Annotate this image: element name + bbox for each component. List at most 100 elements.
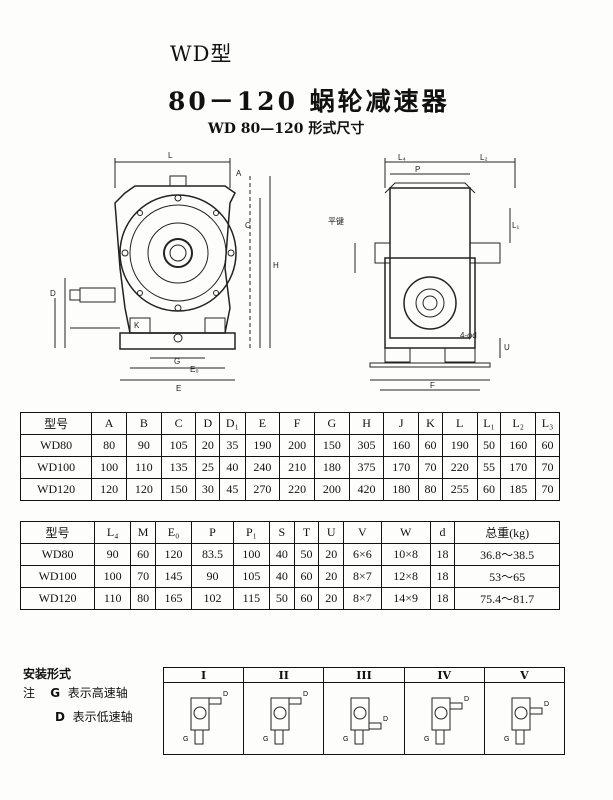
table1-header-1: A	[91, 412, 127, 435]
note-prefix: 注	[23, 686, 36, 700]
table1-cell: 60	[476, 478, 502, 501]
table2-cell: 18	[429, 587, 456, 610]
table2-header-11: d	[429, 521, 456, 544]
table2-cell: WD80	[19, 543, 96, 566]
low-speed-shaft-mark	[354, 729, 364, 745]
low-speed-shaft-mark	[435, 729, 445, 745]
table1-cell: 45	[219, 478, 246, 501]
legend-code-g: G	[50, 686, 61, 700]
title-model: WD型	[170, 42, 233, 66]
table1-cell: 30	[195, 478, 221, 501]
table1-cell: 180	[313, 456, 350, 479]
table2-cell: 6×6	[343, 543, 382, 566]
table1-cell: 170	[383, 456, 420, 479]
table1-cell: 35	[219, 434, 246, 457]
table2-cell: 20	[318, 543, 345, 566]
mount-type-label: I	[164, 669, 244, 683]
table2-cell: 36.8～38.5	[454, 543, 560, 566]
output-shaft-mark	[434, 706, 448, 720]
label-E: E	[176, 384, 181, 393]
table1-cell: 20	[195, 434, 221, 457]
label-L2: L₂	[480, 153, 488, 162]
label-F: F	[430, 381, 435, 390]
table2-cell: 75.4～81.7	[454, 587, 560, 610]
table1-header-0: 型号	[19, 412, 93, 435]
label-U: U	[504, 343, 510, 352]
table1-header-8: G	[313, 412, 350, 435]
table2-header-8: U	[318, 521, 345, 544]
mount-g-label: G	[343, 736, 348, 743]
title-subtitle: WD 80—120 形式尺寸	[208, 121, 365, 137]
table2-cell: 100	[232, 543, 270, 566]
title-product: 80－120 蜗轮减速器	[168, 87, 450, 116]
output-shaft-mark	[353, 706, 367, 720]
mount-d-label: D	[303, 691, 308, 698]
table1-cell: 105	[160, 434, 197, 457]
table1-header-10: J	[383, 412, 420, 435]
label-key: 平键	[328, 216, 344, 226]
table2-header-9: V	[343, 521, 382, 544]
table1-cell: 60	[418, 434, 443, 457]
mount-diagram: GD	[504, 697, 549, 745]
high-speed-shaft-mark	[368, 722, 382, 730]
table2-cell: WD100	[19, 565, 96, 588]
table1-cell: 180	[383, 478, 420, 501]
table1-cell: 220	[279, 478, 315, 501]
low-speed-shaft-mark	[515, 729, 525, 745]
table2-cell: 18	[429, 543, 456, 566]
table1-cell: WD120	[19, 478, 93, 501]
table1-cell: WD100	[19, 456, 93, 479]
table2-cell: 83.5	[191, 543, 234, 566]
table1-cell: 170	[500, 456, 537, 479]
label-E0: E₀	[190, 365, 199, 374]
table2-cell: 20	[318, 565, 345, 588]
table2-header-1: L₄	[94, 521, 132, 544]
output-shaft-mark	[193, 706, 207, 720]
table1-cell: 90	[126, 434, 162, 457]
mount-g-label: G	[183, 736, 188, 743]
mount-g-label: G	[504, 736, 509, 743]
table2-header-5: P₁	[232, 521, 270, 544]
mount-type-label: IV	[404, 669, 484, 683]
table2-cell: 10×8	[380, 543, 431, 566]
table1-header-11: K	[418, 412, 443, 435]
table2-cell: 18	[429, 565, 456, 588]
table1-header-13: L₁	[476, 412, 502, 435]
table1-cell: 150	[160, 478, 197, 501]
high-speed-shaft-mark	[449, 702, 463, 710]
table1-cell: 305	[348, 434, 385, 457]
table1-cell: 40	[219, 456, 246, 479]
table1-header-9: H	[348, 412, 385, 435]
table2-cell: 115	[232, 587, 270, 610]
label-G: G	[174, 357, 180, 366]
table1-cell: 375	[348, 456, 385, 479]
high-speed-shaft-mark	[529, 707, 543, 715]
table2-cell: 100	[94, 565, 132, 588]
table1-cell: 120	[126, 478, 162, 501]
table1-cell: 160	[500, 434, 537, 457]
table2-header-2: M	[130, 521, 156, 544]
table2-cell: WD120	[19, 587, 96, 610]
mount-type-label: III	[324, 669, 404, 683]
table1-header-7: F	[279, 412, 315, 435]
table2-cell: 50	[268, 587, 295, 610]
table2-cell: 90	[94, 543, 132, 566]
table1-cell: 240	[244, 456, 281, 479]
mount-diagram: GD	[343, 697, 388, 745]
table2-cell: 60	[130, 543, 156, 566]
label-C: C	[245, 221, 251, 230]
label-hole: 4-φd	[460, 331, 477, 340]
output-shaft-mark	[273, 706, 287, 720]
mount-d-label: D	[383, 716, 388, 723]
mount-g-label: G	[263, 736, 268, 743]
mounting-title: 安装形式	[23, 667, 72, 681]
table2-cell: 60	[293, 587, 320, 610]
table2-cell: 70	[130, 565, 156, 588]
side-view	[354, 158, 516, 391]
